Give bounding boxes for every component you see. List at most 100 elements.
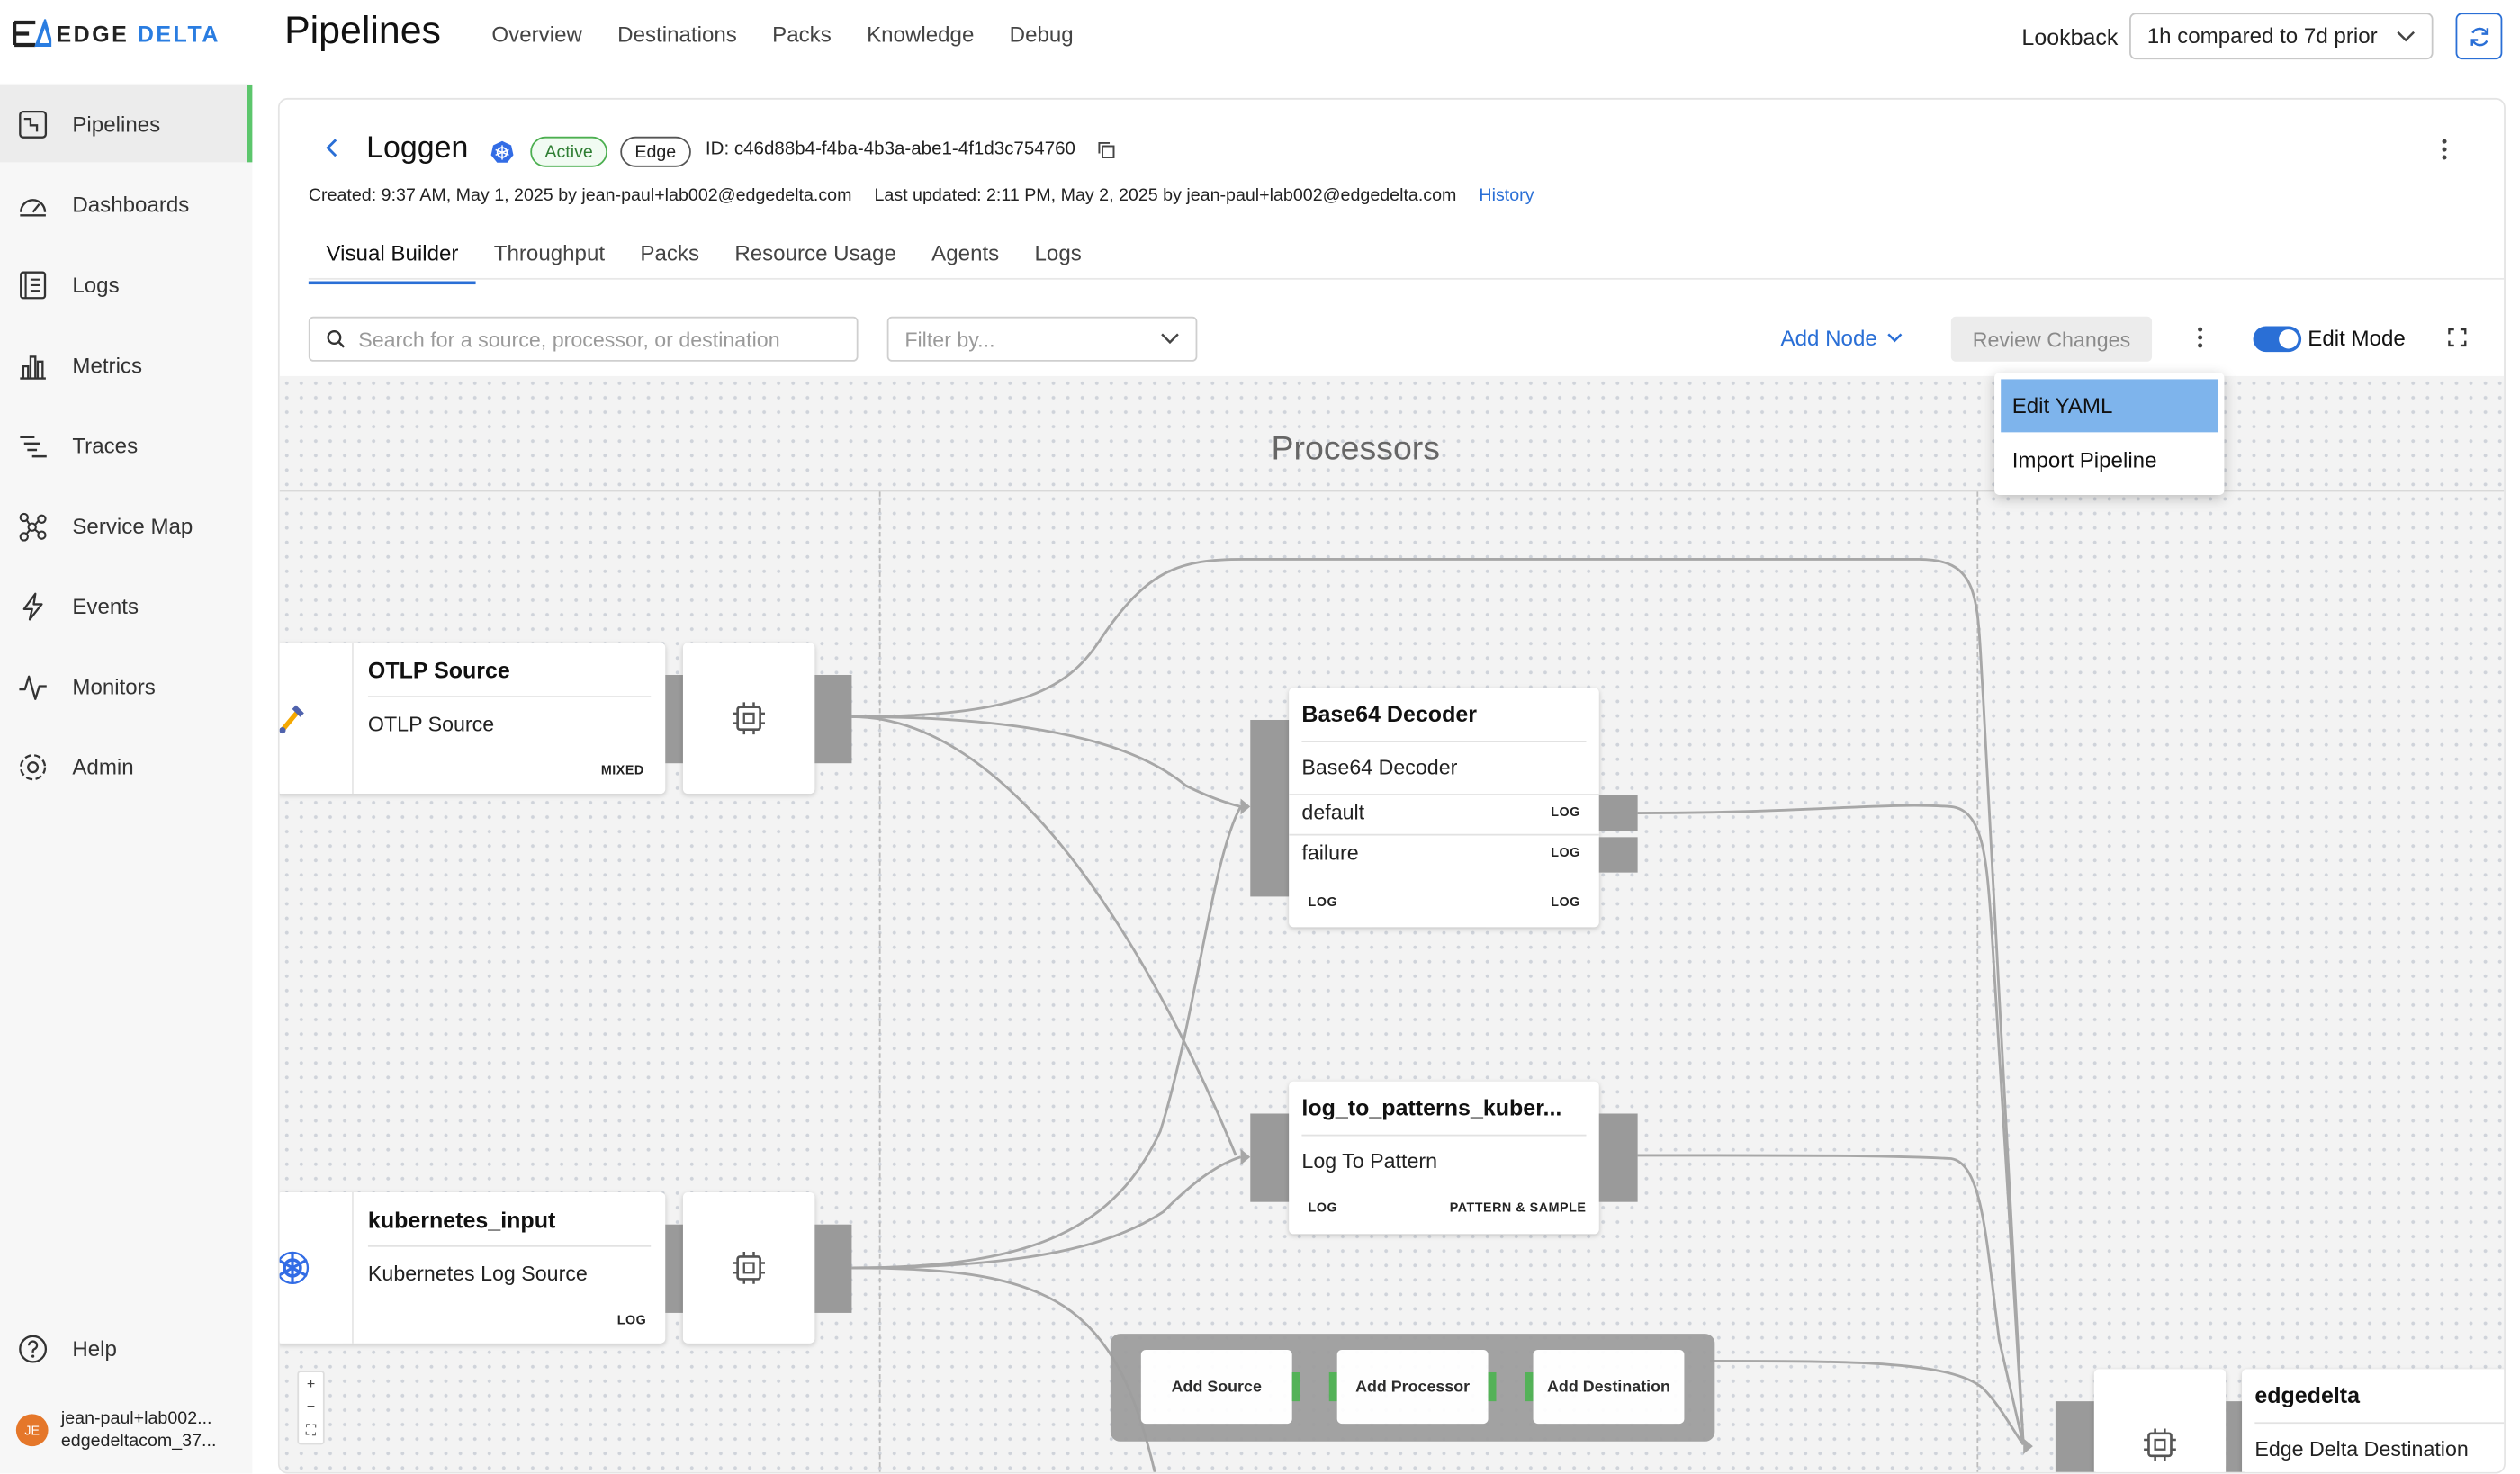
menu-item-edit-yaml[interactable]: Edit YAML (2001, 379, 2218, 433)
lookback-label: Lookback (2021, 23, 2119, 50)
sidebar-item-dashboards[interactable]: Dashboards (0, 166, 252, 243)
user-org: edgedeltacom_37... (60, 1432, 217, 1452)
node-separator (2254, 1422, 2505, 1425)
pipeline-name: Loggen (366, 131, 469, 166)
updated-text: Last updated: 2:11 PM, May 2, 2025 by je… (874, 186, 1457, 206)
more-options-icon[interactable] (2197, 326, 2203, 348)
node-otlp-source[interactable]: OTLP Source OTLP Source MIXED (279, 643, 666, 795)
node-kubernetes-input[interactable]: kubernetes_input Kubernetes Log Source L… (279, 1191, 666, 1344)
node-output-port[interactable] (1598, 1113, 1638, 1202)
node-type-tag: LOG (1551, 845, 1580, 860)
fullscreen-icon[interactable] (2448, 328, 2467, 347)
node-title: Base64 Decoder (1301, 700, 1477, 727)
nav-knowledge[interactable]: Knowledge (867, 22, 975, 47)
add-node-button[interactable]: Add Node (1781, 326, 1904, 350)
nav-destinations[interactable]: Destinations (617, 22, 737, 47)
lightning-icon (22, 592, 43, 621)
add-processor-button[interactable]: Add Processor (1336, 1349, 1489, 1425)
sidebar-item-admin[interactable]: Admin (0, 728, 252, 805)
node-output-port[interactable] (814, 674, 852, 764)
tab-logs[interactable]: Logs (1034, 240, 1082, 265)
add-node-bar: Add Source Add Processor Add Destination (1110, 1334, 1715, 1442)
gear-icon (20, 754, 47, 781)
node-kubernetes-processor[interactable] (682, 1191, 815, 1344)
zoom-controls: + − ⛶ (297, 1371, 325, 1445)
menu-item-import-pipeline[interactable]: Import Pipeline (2012, 448, 2157, 472)
help-icon (19, 1335, 48, 1363)
created-text: Created: 9:37 AM, May 1, 2025 by jean-pa… (308, 186, 852, 206)
output-port-failure[interactable] (1598, 837, 1638, 873)
add-source-button[interactable]: Add Source (1140, 1349, 1292, 1425)
node-input-port[interactable] (1250, 1113, 1291, 1202)
filter-select[interactable]: Filter by... (886, 316, 1198, 362)
user-profile[interactable]: JE jean-paul+lab002... edgedeltacom_37..… (15, 1407, 217, 1452)
edit-mode-toggle[interactable] (2253, 326, 2302, 353)
tab-throughput[interactable]: Throughput (493, 240, 606, 265)
search-icon (327, 330, 346, 348)
node-type-tag: LOG (616, 1312, 647, 1327)
sidebar-item-pipelines[interactable]: Pipelines (0, 85, 253, 163)
node-edgedelta-destination[interactable]: edgedelta Edge Delta Destination (2242, 1369, 2505, 1472)
node-output-port[interactable] (665, 674, 685, 764)
tab-visual-builder[interactable]: Visual Builder (308, 235, 477, 285)
top-nav: Overview Destinations Packs Knowledge De… (491, 22, 1073, 47)
pipelines-icon (19, 110, 48, 139)
pipeline-canvas[interactable]: Processors (279, 375, 2505, 1472)
node-otlp-processor[interactable] (682, 643, 815, 795)
sidebar-item-monitors[interactable]: Monitors (0, 648, 252, 725)
add-node-label: Add Node (1780, 326, 1877, 351)
nav-packs[interactable]: Packs (772, 22, 832, 47)
add-source-port (1292, 1371, 1300, 1402)
history-link[interactable]: History (1479, 186, 1534, 206)
sidebar-item-events[interactable]: Events (0, 567, 252, 644)
back-chevron-icon[interactable] (325, 137, 341, 159)
sidebar-item-service-map[interactable]: Service Map (0, 487, 252, 564)
node-output-port[interactable] (2226, 1401, 2246, 1472)
tab-resource-usage[interactable]: Resource Usage (734, 240, 896, 265)
node-input-port[interactable] (1250, 719, 1291, 897)
node-input-port[interactable] (2055, 1401, 2096, 1472)
pipeline-id: ID: c46d88b4-f4ba-4b3a-abe1-4f1d3c754760 (705, 139, 1076, 159)
zoom-in-button[interactable]: + (306, 1375, 316, 1392)
copy-icon[interactable] (1098, 141, 1116, 159)
sidebar-item-help[interactable]: Help (0, 1309, 252, 1387)
metrics-icon (20, 355, 46, 380)
status-badge: Active (530, 136, 608, 167)
node-destination-processor[interactable] (2093, 1369, 2227, 1472)
output-port-default[interactable] (1598, 795, 1638, 831)
sidebar-item-logs[interactable]: Logs (0, 246, 252, 323)
node-type-tag: PATTERN & SAMPLE (1449, 1200, 1587, 1215)
kubernetes-icon (279, 1251, 310, 1285)
node-output-port[interactable] (665, 1224, 685, 1313)
edge-delta-logo[interactable]: EDGE DELTA (13, 19, 220, 48)
nav-debug[interactable]: Debug (1009, 22, 1074, 47)
lookback-select[interactable]: 1h compared to 7d prior (2129, 13, 2434, 60)
column-divider (1976, 491, 1979, 1472)
lookback-value: 1h compared to 7d prior (2146, 23, 2378, 49)
node-search[interactable] (308, 316, 859, 362)
service-map-icon (19, 512, 47, 542)
review-changes-button[interactable]: Review Changes (1950, 316, 2153, 362)
sidebar-item-metrics[interactable]: Metrics (0, 326, 252, 403)
add-destination-button[interactable]: Add Destination (1533, 1349, 1685, 1425)
zoom-out-button[interactable]: − (306, 1398, 316, 1416)
refresh-button[interactable] (2455, 13, 2503, 60)
edit-mode-label: Edit Mode (2308, 326, 2406, 351)
node-output-port[interactable] (814, 1224, 852, 1313)
fit-view-button[interactable]: ⛶ (305, 1422, 317, 1438)
node-separator (367, 1245, 652, 1247)
sidebar-item-traces[interactable]: Traces (0, 407, 252, 484)
nav-overview[interactable]: Overview (491, 22, 582, 47)
search-input[interactable] (358, 327, 841, 352)
user-email: jean-paul+lab002... (60, 1409, 212, 1429)
node-base64-decoder[interactable]: Base64 Decoder Base64 Decoder default LO… (1289, 688, 1599, 928)
pulse-icon (19, 675, 47, 700)
tab-packs[interactable]: Packs (640, 240, 700, 265)
logo-text: EDGE DELTA (56, 21, 220, 47)
cpu-chip-icon (2144, 1428, 2176, 1461)
node-log-to-patterns[interactable]: log_to_patterns_kuber... Log To Pattern … (1289, 1081, 1599, 1235)
tab-agents[interactable]: Agents (932, 240, 1000, 265)
dashboard-icon (20, 199, 47, 217)
more-options-icon[interactable] (2441, 139, 2447, 161)
